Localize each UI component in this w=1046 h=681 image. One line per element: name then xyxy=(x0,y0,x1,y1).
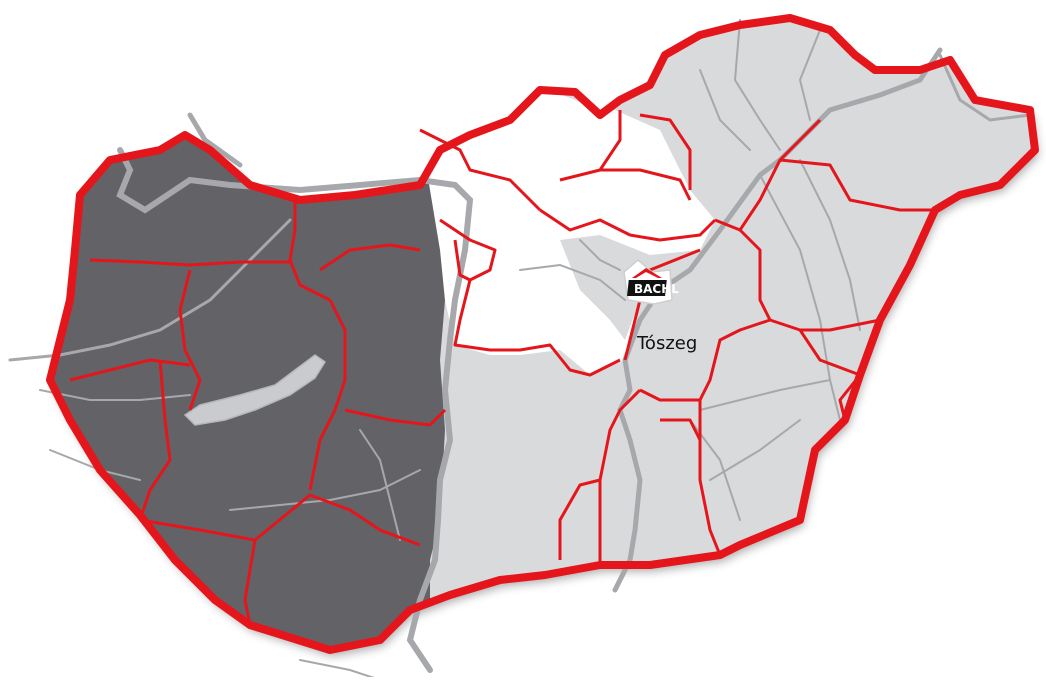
region-central-white[interactable] xyxy=(420,88,715,375)
region-west-dark[interactable] xyxy=(0,0,450,677)
location-label: Tószeg xyxy=(636,333,697,354)
roof-icon xyxy=(632,268,662,278)
bachl-marker[interactable]: BACHL xyxy=(623,259,679,305)
country-border xyxy=(46,14,1039,654)
lake-balaton xyxy=(183,354,327,426)
logo-text: BACHL xyxy=(634,282,679,296)
logo-band xyxy=(627,280,667,296)
rivers xyxy=(8,19,1032,681)
